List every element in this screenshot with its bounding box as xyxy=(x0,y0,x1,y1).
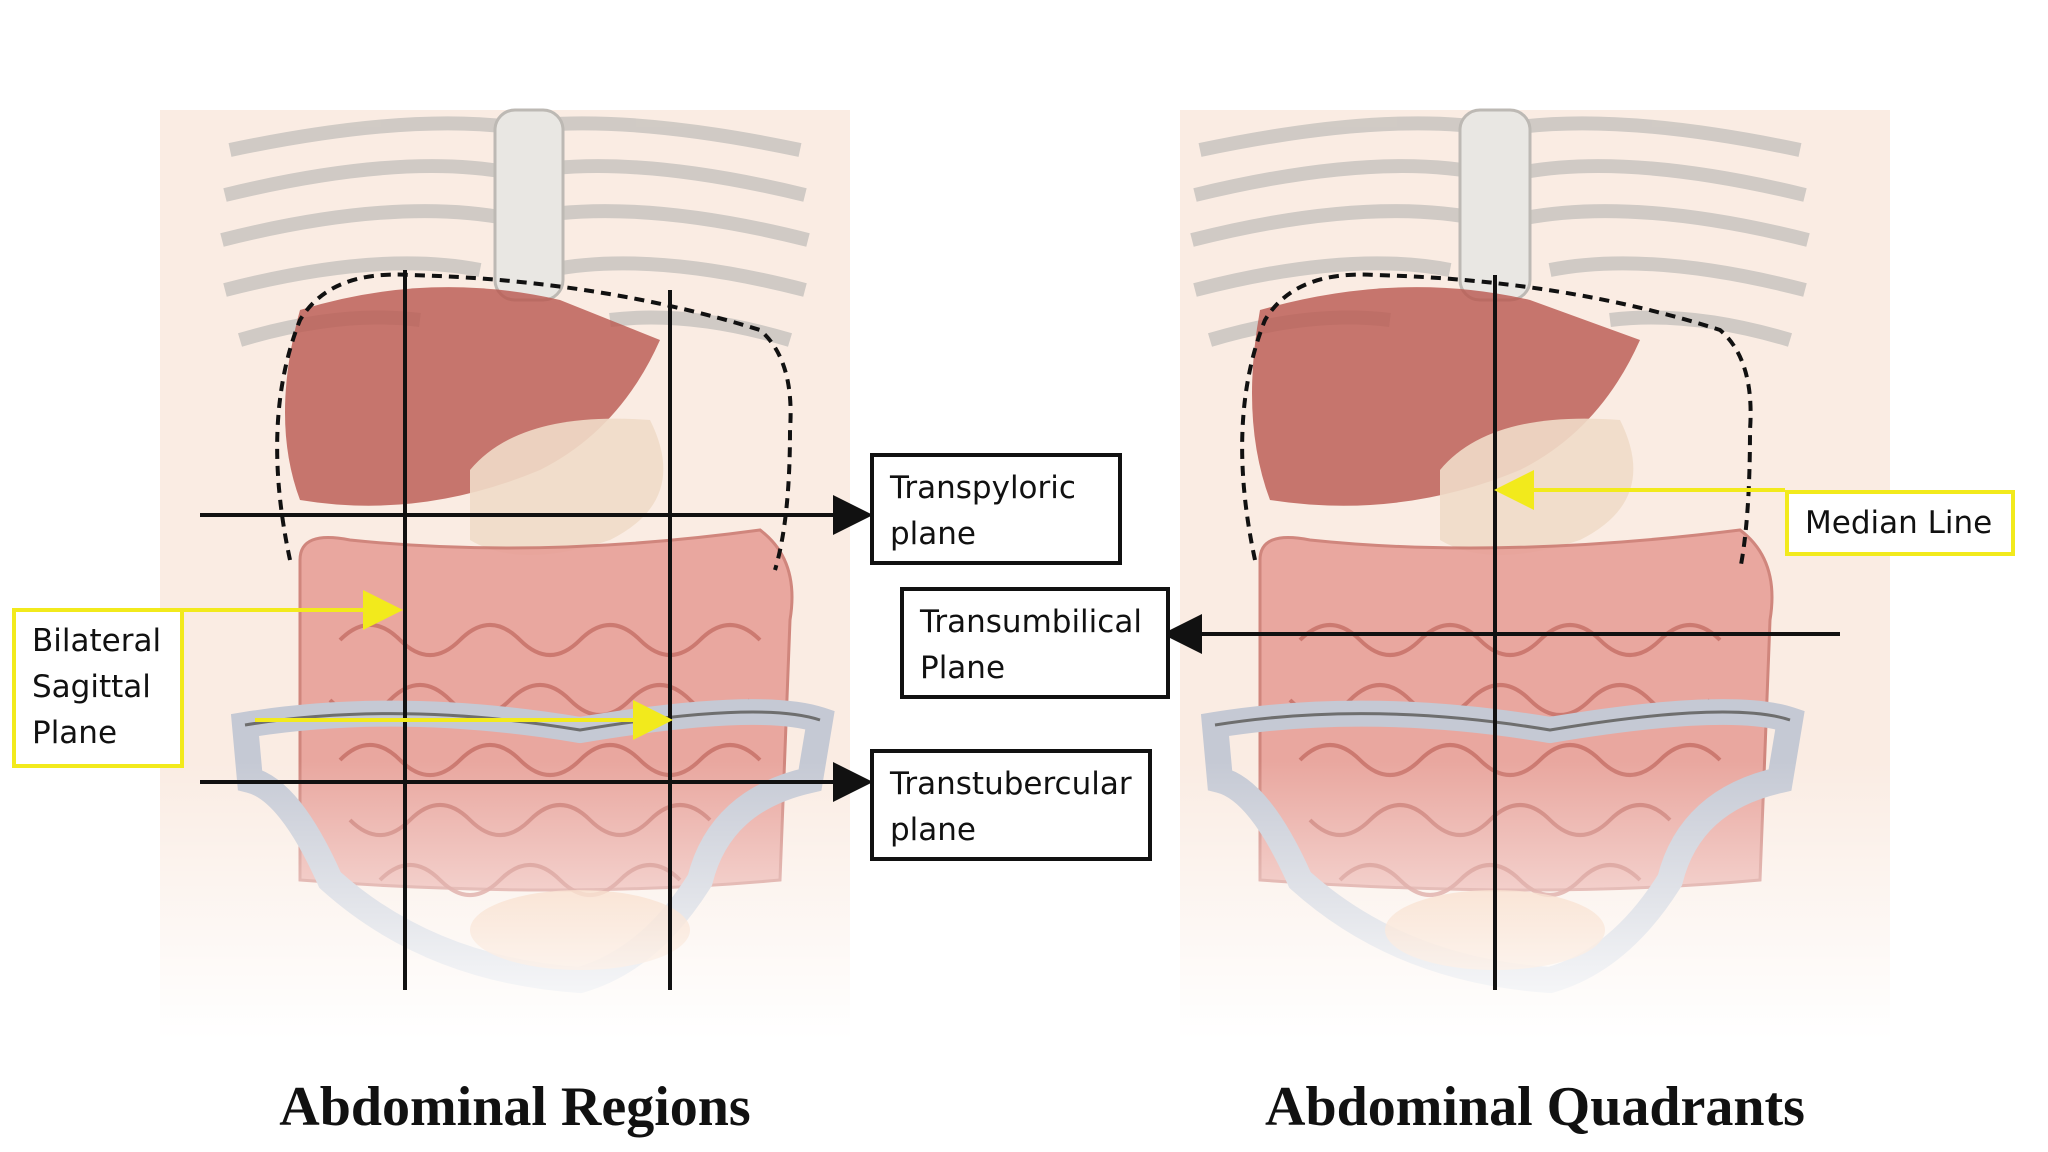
abdominal-regions-caption: Abdominal Regions xyxy=(279,1076,751,1138)
torso-fade xyxy=(1180,110,1890,1040)
transumbilical-plane-label: Transumbilical Plane xyxy=(900,587,1170,699)
bilateral-sagittal-plane-label: Bilateral Sagittal Plane xyxy=(12,608,184,768)
regions-torso-illustration xyxy=(160,108,850,1040)
transpyloric-plane-label: Transpyloric plane xyxy=(870,453,1122,565)
torso-fade xyxy=(160,110,850,1040)
transtubercular-plane-label: Transtubercular plane xyxy=(870,749,1152,861)
abdominal-quadrants-caption: Abdominal Quadrants xyxy=(1265,1076,1805,1138)
median-line-label: Median Line xyxy=(1785,490,2015,556)
quadrants-torso-illustration xyxy=(1180,108,1890,1040)
